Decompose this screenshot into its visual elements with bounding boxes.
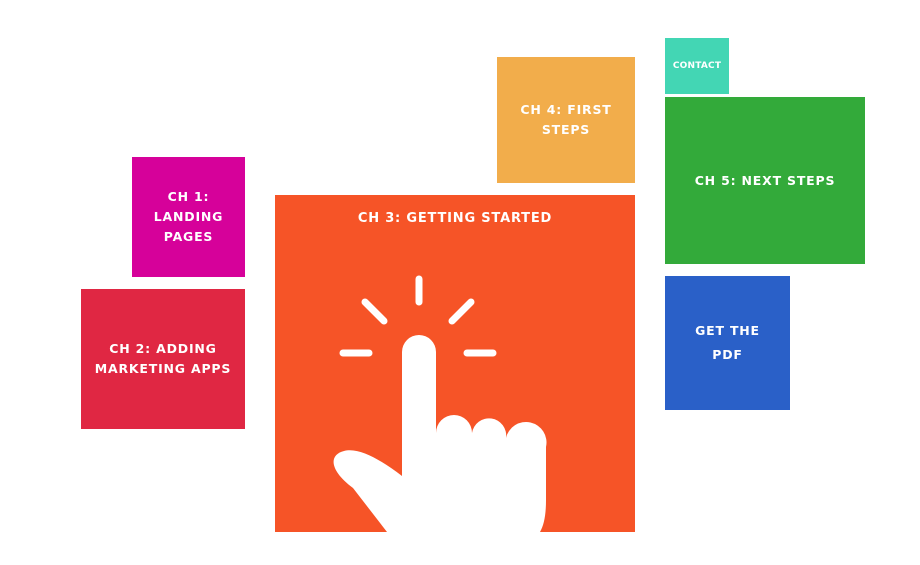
- chapter-4-tile[interactable]: CH 4: FIRST STEPS: [497, 57, 635, 183]
- chapter-2-tile[interactable]: CH 2: ADDING MARKETING APPS: [81, 289, 245, 429]
- get-pdf-label: GET THE PDF: [695, 323, 760, 362]
- chapter-5-tile[interactable]: CH 5: NEXT STEPS: [665, 97, 865, 264]
- pointing-hand-click-icon: [333, 275, 547, 532]
- chapter-5-label: CH 5: NEXT STEPS: [694, 172, 836, 188]
- contact-label: CONTACT: [672, 61, 722, 71]
- chapter-3-tile[interactable]: CH 3: GETTING STARTED: [275, 195, 635, 532]
- chapter-2-label: CH 2: ADDING MARKETING APPS: [94, 341, 232, 376]
- chapter-3-label: CH 3: GETTING STARTED: [357, 211, 553, 226]
- chapter-1-tile[interactable]: CH 1: LANDING PAGES: [132, 157, 245, 277]
- get-pdf-tile[interactable]: GET THE PDF: [665, 276, 790, 410]
- chapter-1-label: CH 1: LANDING PAGES: [153, 189, 224, 244]
- chapter-4-label: CH 4: FIRST STEPS: [520, 102, 612, 137]
- contact-tile[interactable]: CONTACT: [665, 38, 729, 94]
